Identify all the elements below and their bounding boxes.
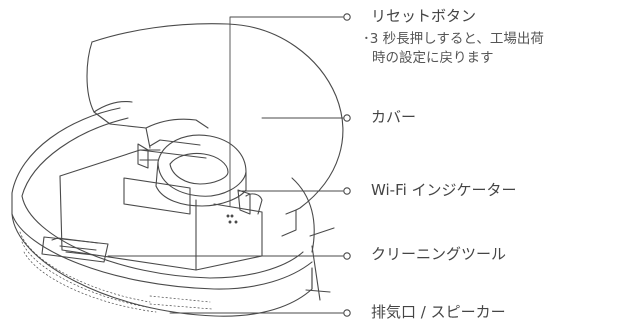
side-brush [305, 227, 335, 301]
marker-reset [343, 13, 351, 21]
robot-body [11, 107, 315, 317]
label-reset-button: リセットボタン [371, 7, 477, 25]
leader-lines [107, 16, 344, 314]
label-vent-speaker: 排気口 / スピーカー [371, 303, 506, 321]
indicator-dots [226, 214, 238, 224]
marker-cleaning-tool [343, 252, 351, 260]
reset-note-line1: ･3 秒長押しすると、工場出荷 [363, 31, 544, 47]
marker-cover [343, 114, 351, 122]
cleaning-tool-shape [41, 236, 109, 263]
reset-note-line2: 時の設定に戻ります [372, 50, 494, 66]
lds-turret [139, 134, 247, 207]
cover-hinges [137, 143, 263, 215]
callout-markers [343, 13, 351, 317]
label-cover: カバー [371, 108, 417, 126]
vent-speaker-grille [19, 231, 213, 313]
cover-lid [86, 23, 344, 237]
marker-vent [343, 309, 351, 317]
leader-reset [229, 16, 344, 207]
label-cleaning-tool: クリーニングツール [371, 245, 507, 263]
marker-wifi [343, 187, 351, 195]
label-wifi-indicator: Wi-Fi インジケーター [371, 181, 517, 199]
